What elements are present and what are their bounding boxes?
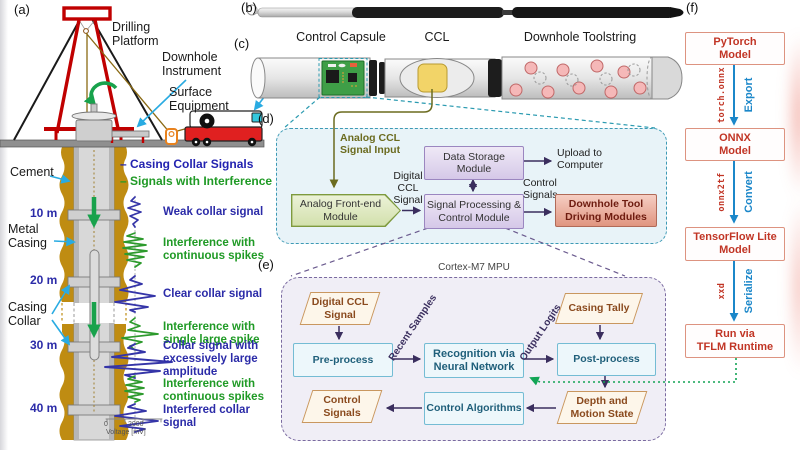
panel-f-tag: (f) xyxy=(686,0,699,15)
torch-onnx-label: torch.onnx xyxy=(717,66,727,124)
model-deploy-connector xyxy=(529,358,737,386)
panel-e-arrows xyxy=(334,325,610,413)
truck-icon xyxy=(184,110,263,147)
control-signals-label-d: Control Signals xyxy=(523,177,558,201)
post-process-box: Post-process xyxy=(557,343,656,376)
downhole-toolstring-label: Downhole Toolstring xyxy=(523,30,637,44)
control-algorithms-box: Control Algorithms xyxy=(424,392,524,425)
serialize-label: Serialize xyxy=(743,268,755,314)
casing-tally-pgram: Casing Tally xyxy=(554,293,644,324)
legend-interference-signals: – Signals with Interference xyxy=(120,174,273,188)
panel-d-to-e-connectors xyxy=(290,227,626,277)
pre-process-box: Pre-process xyxy=(293,343,393,377)
ccl-sensor xyxy=(417,63,448,93)
toolstring-charges xyxy=(509,59,647,99)
panel-a-tag: (a) xyxy=(14,2,30,17)
waveform-continuous-spikes-2 xyxy=(124,375,145,403)
waveform-continuous-spikes-1 xyxy=(122,232,148,268)
waveform-clear-collar xyxy=(114,275,156,313)
axis-tick-0: 0 xyxy=(104,421,108,428)
signal-processing-control-module: Signal Processing & Control Module xyxy=(424,194,524,229)
metal-casing-label: Metal Casing xyxy=(8,222,47,251)
legend-collar-signals: – Casing Collar Signals xyxy=(120,157,254,171)
tool-photo xyxy=(246,4,684,18)
toolstring-hidden-charges xyxy=(533,63,641,87)
data-storage-module: Data Storage Module xyxy=(424,146,524,180)
ccl-label: CCL xyxy=(424,30,450,44)
tool-schematic xyxy=(250,56,683,189)
axis-tick-2000: 2000 xyxy=(128,421,144,428)
onnx-model-box: ONNX Model xyxy=(685,128,785,161)
waveform-traces xyxy=(104,195,173,434)
digital-ccl-signal-label: Digital CCL Signal xyxy=(393,169,423,207)
signal-label-5: Collar signal with excessively large amp… xyxy=(163,340,259,379)
panel-e-tag: (e) xyxy=(258,257,274,272)
signal-label-3: Clear collar signal xyxy=(163,288,263,300)
export-label: Export xyxy=(743,77,755,113)
waveform-excessive-collar xyxy=(104,343,173,379)
depth-10m: 10 m xyxy=(30,206,58,220)
tflm-runtime-box: Run via TFLM Runtime xyxy=(685,324,785,358)
signal-label-4: Interference with single large spike xyxy=(163,321,260,347)
recognition-nn-box: Recognition via Neural Network xyxy=(424,343,524,378)
panel-d-tag: (d) xyxy=(258,111,274,126)
casing-collar-label: Casing Collar xyxy=(8,300,47,329)
pytorch-model-box: PyTorch Model xyxy=(685,32,785,65)
depth-40m: 40 m xyxy=(30,401,58,415)
waveform-weak-collar xyxy=(127,196,142,228)
instrument-on-platform xyxy=(106,130,150,138)
upload-to-computer-label: Upload to Computer xyxy=(557,147,604,171)
ground-bar xyxy=(0,139,265,148)
onnx2tf-label: onnx2tf xyxy=(717,172,727,212)
analog-front-end-module: Analog Front-end Module xyxy=(291,194,401,227)
analog-signal-wire xyxy=(329,89,433,189)
digital-ccl-signal-pgram: Digital CCL Signal xyxy=(299,292,381,325)
cortex-m7-title: Cortex-M7 MPU xyxy=(438,262,510,273)
depth-30m: 30 m xyxy=(30,338,58,352)
control-signals-pgram: Control Signals xyxy=(301,390,383,423)
convert-label: Convert xyxy=(743,171,755,213)
signal-label-2: Interference with continuous spikes xyxy=(163,237,264,263)
downhole-tool-driving-modules: Downhole Tool Driving Modules xyxy=(555,194,657,227)
depth-20m: 20 m xyxy=(30,273,58,287)
left-edge-shade xyxy=(0,0,8,450)
drilling-platform-label: Drilling Platform xyxy=(112,20,159,49)
control-capsule-label: Control Capsule xyxy=(296,30,386,44)
surface-equipment-label: Surface Equipment xyxy=(169,85,229,114)
pcb-icon xyxy=(321,60,365,96)
derrick-graphic xyxy=(13,6,204,145)
rotation-arrow-icon xyxy=(83,81,118,107)
tflite-model-box: TensorFlow Lite Model xyxy=(685,227,785,261)
panel-d-arrows xyxy=(402,156,553,217)
panel-b-tag: (b) xyxy=(241,0,257,15)
signal-label-6: Interference with continuous spikes xyxy=(163,378,264,404)
panel-c-tag: (c) xyxy=(234,36,250,51)
well-graphic xyxy=(59,146,129,441)
signal-label-1: Weak collar signal xyxy=(163,206,264,218)
downhole-instrument-label: Downhole Instrument xyxy=(162,50,222,79)
depth-motion-state-pgram: Depth and Motion State xyxy=(556,391,648,424)
xxd-label: xxd xyxy=(717,282,727,300)
cement-label: Cement xyxy=(10,165,54,179)
analog-ccl-input-label: Analog CCL Signal Input xyxy=(340,132,401,156)
axis-title: Voltage [mV] xyxy=(106,429,146,436)
voltage-axis xyxy=(105,418,163,423)
signal-label-7: Interfered collar signal xyxy=(163,404,250,430)
